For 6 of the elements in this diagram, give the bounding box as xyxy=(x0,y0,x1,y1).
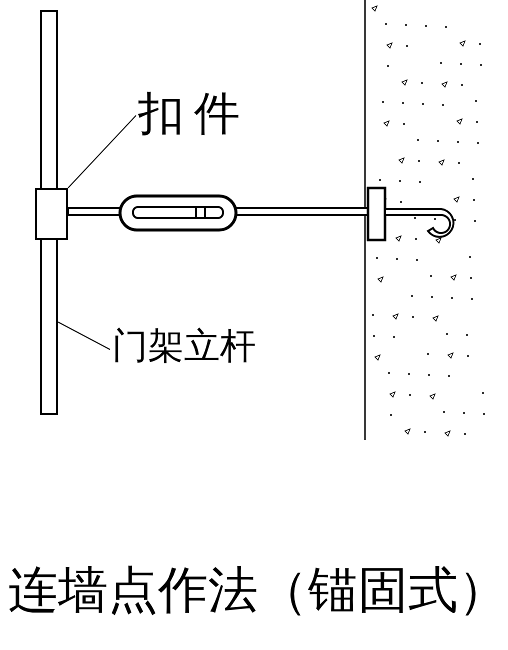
coupler xyxy=(35,188,68,240)
leader-line xyxy=(68,115,136,188)
part-label: 扣件 xyxy=(138,88,250,138)
diagram-caption: 连墙点作法（锚固式） xyxy=(8,560,508,620)
part-label: 门架立杆 xyxy=(112,322,256,372)
leader-line xyxy=(58,322,110,350)
